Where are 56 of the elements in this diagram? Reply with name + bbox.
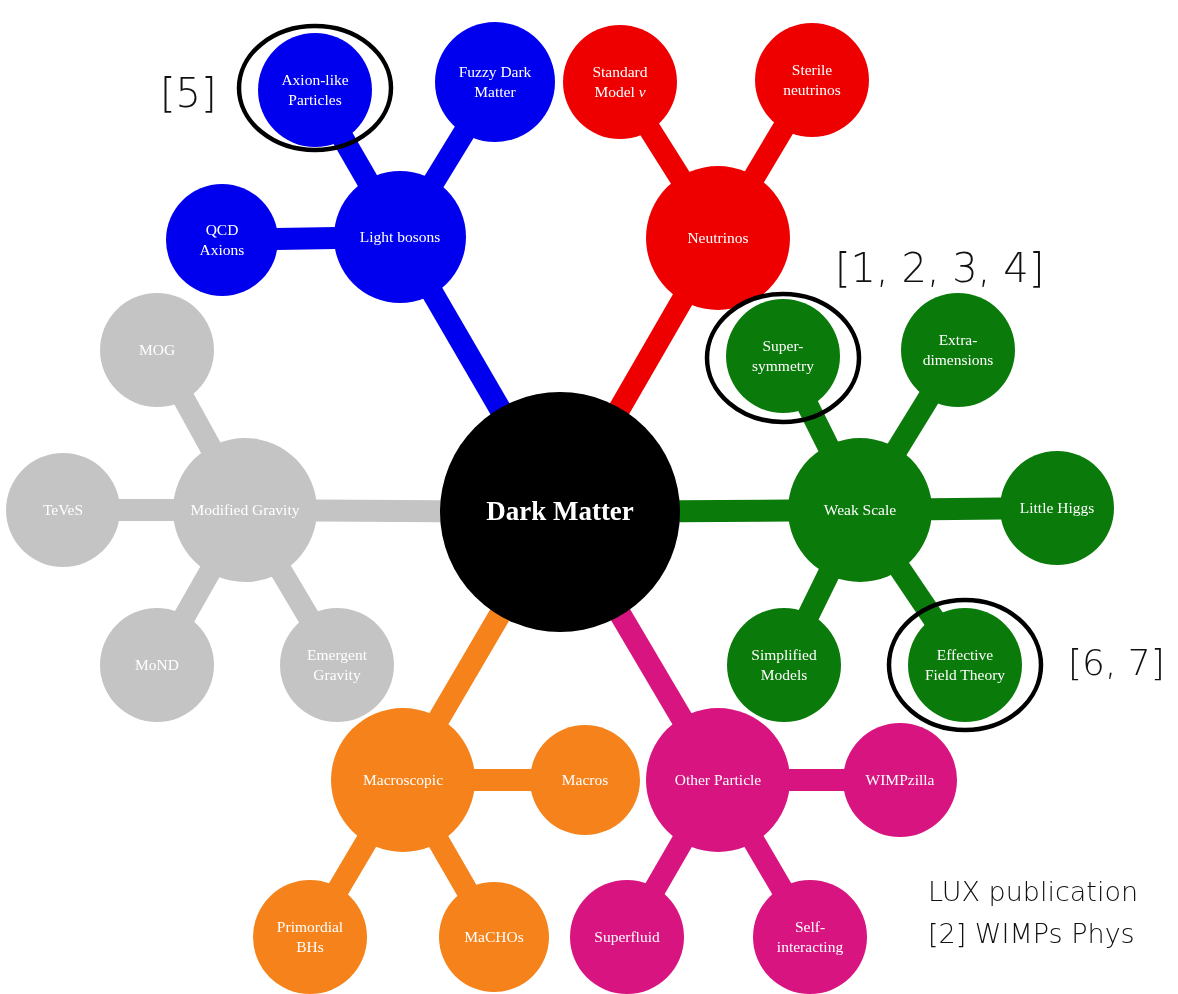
connector <box>798 568 840 621</box>
topic-circle <box>258 33 372 147</box>
topic-label: Emergent Gravity <box>306 644 368 685</box>
topic-label: Axion-like Particles <box>280 69 350 110</box>
connector <box>174 565 220 623</box>
topic-label: Superfluid <box>594 926 660 947</box>
topic-label: MaCHOs <box>464 926 524 947</box>
topic-label: MOG <box>138 339 176 360</box>
topic-label: Self-interacting <box>775 916 845 957</box>
topic-circle <box>908 608 1022 722</box>
reference-note: LUX publication <box>928 876 1139 907</box>
connector <box>743 834 792 896</box>
connector <box>271 564 319 624</box>
connector <box>887 391 939 457</box>
topic-label: WIMPzilla <box>865 769 935 790</box>
connector <box>788 769 845 791</box>
topic-label: Dark Matter <box>486 495 634 529</box>
connector <box>428 608 510 726</box>
topic-label: Super-symmetry <box>751 335 815 376</box>
topic-label: Fuzzy Dark Matter <box>457 61 533 102</box>
connector <box>424 125 475 189</box>
topic-label: Weak Scale <box>823 499 897 520</box>
topic-label: Neutrinos <box>687 227 749 248</box>
connector <box>645 835 693 895</box>
topic-label: TeVeS <box>42 499 84 520</box>
topic-label: Macroscopic <box>362 769 444 790</box>
topic-label: Macros <box>561 769 609 790</box>
topic-circle <box>726 299 840 413</box>
connector <box>118 499 175 521</box>
connector <box>428 835 477 897</box>
topic-label: MoND <box>135 654 179 675</box>
connector <box>473 769 532 791</box>
connector <box>610 608 692 726</box>
connector <box>173 392 221 454</box>
topic-label: Other Particle <box>674 769 762 790</box>
citation-label: [5] <box>160 70 217 116</box>
connector <box>275 227 337 251</box>
connector <box>639 122 691 185</box>
topic-label: Light bosons <box>359 226 441 247</box>
topic-label: Extra-dimensions <box>921 329 995 370</box>
connector <box>328 834 377 896</box>
topic-label: Modified Gravity <box>190 499 300 520</box>
citation-label: [6, 7] <box>1068 642 1165 683</box>
topic-label: Standard Model ν <box>591 61 649 102</box>
topic-label: Sterile neutrinos <box>782 59 842 100</box>
reference-note: [2] WIMPs Phys <box>928 918 1135 949</box>
topic-label: QCD Axions <box>198 219 246 260</box>
connector <box>609 293 693 416</box>
citation-label: [1, 2, 3, 4] <box>835 245 1045 291</box>
connector <box>890 561 944 626</box>
connector <box>744 121 794 184</box>
topic-label: Effective Field Theory <box>924 644 1006 685</box>
connector <box>422 286 511 416</box>
topic-label: Simplified Models <box>750 644 818 685</box>
topic-label: Little Higgs <box>1019 497 1095 518</box>
topic-label: Primordial BHs <box>275 916 345 957</box>
